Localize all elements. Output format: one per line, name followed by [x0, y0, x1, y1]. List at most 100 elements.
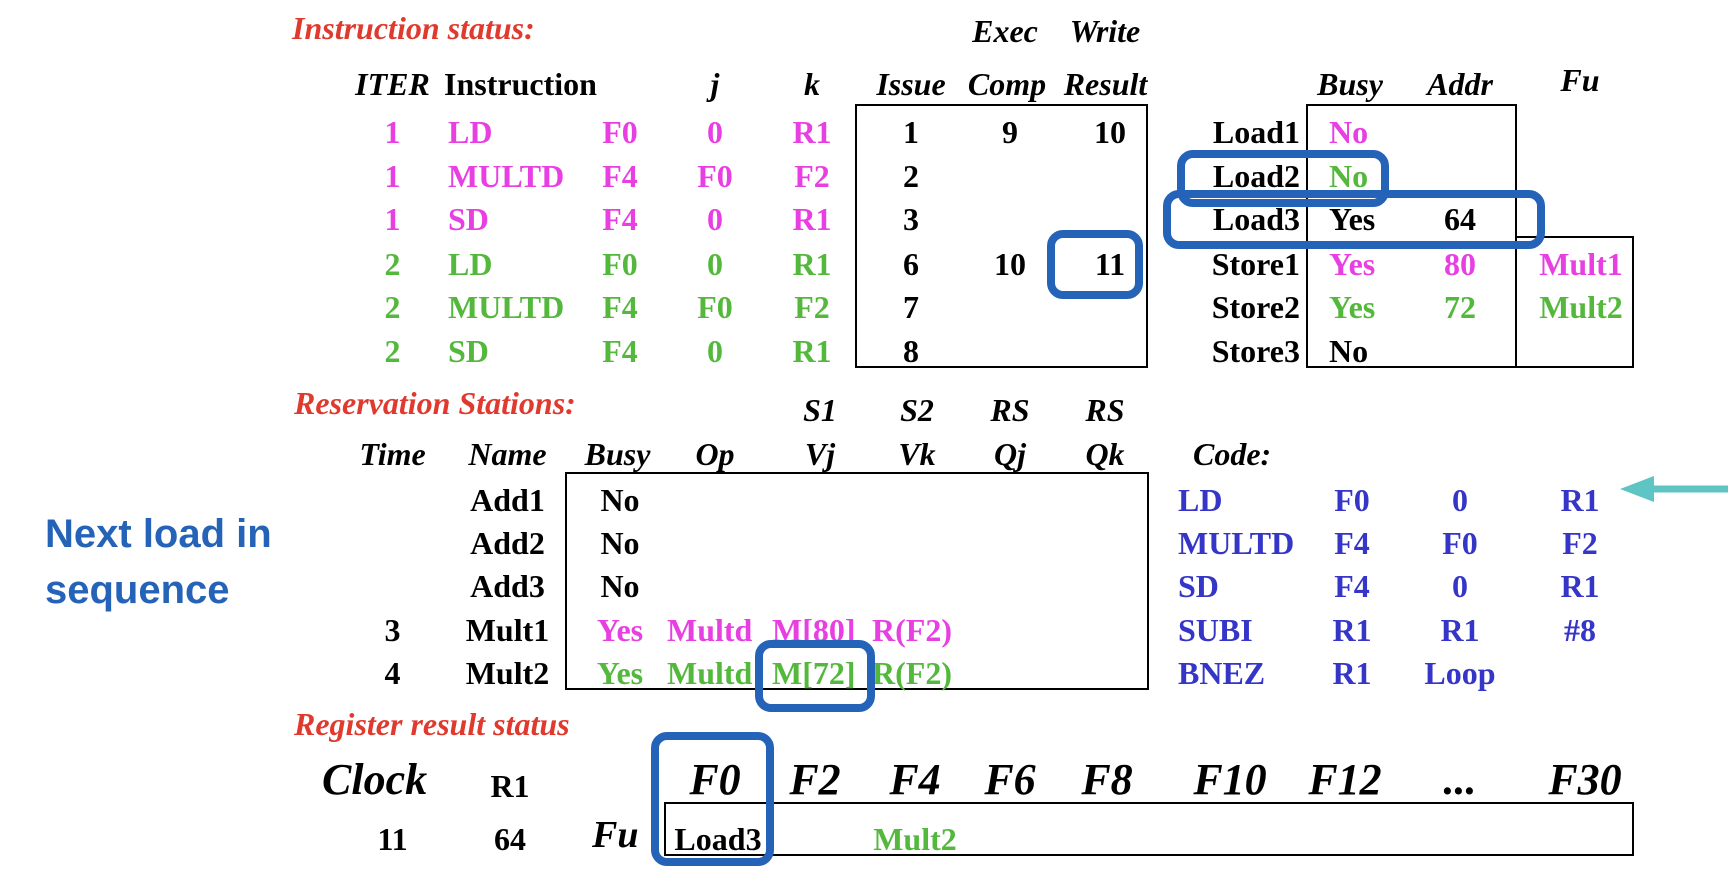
rs-time: 4	[384, 655, 401, 691]
header-qk: Qk	[1085, 436, 1125, 472]
header-op: Op	[695, 436, 735, 472]
highlight-vj-m72	[755, 640, 875, 712]
code-op: LD	[1178, 482, 1223, 518]
instr-result: 10	[1094, 114, 1126, 150]
instr-op: MULTD	[448, 158, 565, 194]
code-arg1: F0	[1334, 482, 1370, 518]
header-write: Write	[1069, 13, 1141, 49]
instr-j: F4	[602, 158, 638, 194]
instr-j: F0	[602, 246, 638, 282]
code-arg2: 0	[1452, 568, 1468, 604]
highlight-load3	[1163, 190, 1545, 249]
code-arg3: F2	[1562, 525, 1598, 561]
instr-op: LD	[448, 246, 493, 282]
header-exec: Exec	[972, 13, 1038, 49]
instr-jv: 0	[707, 246, 723, 282]
reg-f30: F30	[1548, 755, 1622, 804]
code-arg1: R1	[1332, 655, 1372, 691]
instr-j: F0	[602, 114, 638, 150]
header-rs-busy: Busy	[584, 436, 651, 472]
code-arg3: #8	[1564, 612, 1596, 648]
arrow-left-icon	[1620, 476, 1728, 502]
reservation-stations-table-box	[565, 472, 1149, 690]
header-time: Time	[359, 436, 426, 472]
instr-iter: 1	[384, 201, 401, 237]
reg-f6: F6	[984, 755, 1036, 804]
instr-op: SD	[448, 201, 489, 237]
instr-k: F2	[794, 289, 830, 325]
code-arg2: R1	[1440, 612, 1480, 648]
instruction-status-table-box	[855, 104, 1148, 368]
instr-k: R1	[792, 114, 832, 150]
instr-iter: 2	[384, 246, 401, 282]
instr-j: F4	[602, 289, 638, 325]
rs-busy: No	[600, 482, 640, 518]
reg-f2: F2	[789, 755, 841, 804]
instr-k: F2	[794, 158, 830, 194]
instr-jv: 0	[707, 201, 723, 237]
instr-issue: 7	[903, 289, 919, 325]
fu-f4-value: Mult2	[873, 821, 957, 857]
header-iter: ITER	[355, 66, 430, 102]
instr-issue: 3	[903, 201, 919, 237]
buffer-busy: No	[1329, 333, 1369, 369]
instr-iter: 2	[384, 333, 401, 369]
instr-k: R1	[792, 201, 832, 237]
instr-comp: 9	[1002, 114, 1018, 150]
header-busy: Busy	[1317, 66, 1383, 102]
code-arg3: R1	[1560, 482, 1600, 518]
highlight-f0-load3	[651, 732, 774, 866]
instr-result: 11	[1094, 246, 1126, 282]
buffer-busy: Yes	[1329, 246, 1376, 282]
instr-jv: F0	[697, 289, 733, 325]
header-instruction: Instruction	[444, 66, 597, 102]
buffer-name: Load1	[1212, 114, 1300, 150]
rs-busy: No	[600, 568, 640, 604]
buffer-addr: 80	[1444, 246, 1476, 282]
buffer-name: Store2	[1211, 289, 1300, 325]
header-s2: S2	[900, 392, 934, 428]
reg-f10: F10	[1193, 755, 1267, 804]
reg-ellipsis: ...	[1443, 755, 1477, 804]
rs-time: 3	[384, 612, 401, 648]
header-issue: Issue	[876, 66, 946, 102]
header-rs-k: RS	[1085, 392, 1125, 428]
instr-k: R1	[792, 246, 832, 282]
rs-busy: No	[600, 525, 640, 561]
buffer-name: Load2	[1212, 158, 1300, 194]
annotation-line1: Next load in	[45, 512, 272, 556]
instr-op: LD	[448, 114, 493, 150]
rs-op: Multd	[667, 655, 753, 691]
code-arg1: F4	[1334, 568, 1370, 604]
code-op: MULTD	[1178, 525, 1295, 561]
instr-jv: F0	[697, 158, 733, 194]
header-s1: S1	[803, 392, 837, 428]
instr-j: F4	[602, 201, 638, 237]
rs-name: Mult2	[465, 655, 550, 691]
reg-f12: F12	[1308, 755, 1382, 804]
header-k: k	[804, 66, 820, 102]
header-fu: Fu	[1560, 62, 1600, 98]
header-qj: Qj	[994, 436, 1026, 472]
code-arg3: R1	[1560, 568, 1600, 604]
header-result: Result	[1063, 66, 1148, 102]
r1-label: R1	[490, 768, 530, 804]
buffer-busy: No	[1329, 114, 1369, 150]
instr-issue: 8	[903, 333, 919, 369]
header-vj: Vj	[804, 436, 836, 472]
annotation-line2: sequence	[45, 568, 230, 612]
buffer-addr: 72	[1444, 289, 1476, 325]
reservation-stations-title: Reservation Stations:	[294, 385, 576, 421]
buffer-busy: Yes	[1329, 289, 1376, 325]
rs-busy: Yes	[596, 655, 644, 691]
reg-f0: F0	[689, 755, 741, 804]
code-arg1: F4	[1334, 525, 1370, 561]
instr-iter: 1	[384, 114, 401, 150]
buffer-fu: Mult1	[1539, 246, 1623, 282]
instr-op: SD	[448, 333, 489, 369]
instr-k: R1	[792, 333, 832, 369]
instr-op: MULTD	[448, 289, 565, 325]
fu-label: Fu	[592, 814, 639, 856]
rs-name: Mult1	[465, 612, 550, 648]
code-arg2: Loop	[1424, 655, 1496, 691]
